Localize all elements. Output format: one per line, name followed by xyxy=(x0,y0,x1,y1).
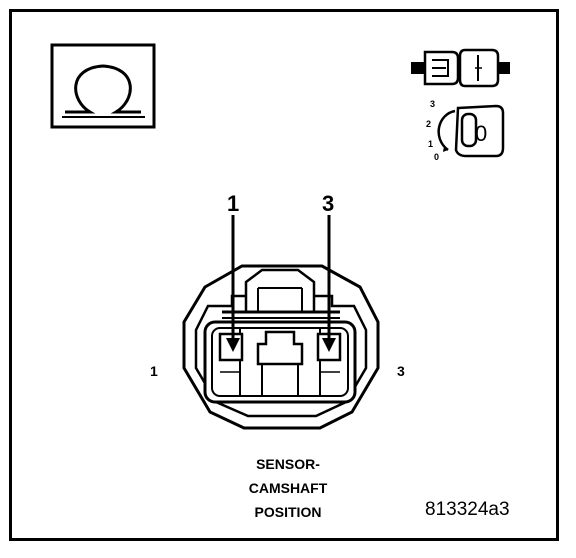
pin-3-arrow xyxy=(322,215,336,352)
caption-line-3: POSITION xyxy=(254,504,322,520)
pin-3-top-label: 3 xyxy=(322,191,335,216)
connector-face xyxy=(182,264,380,430)
key-label: 0 xyxy=(475,121,488,146)
ohm-symbol-icon xyxy=(50,43,156,129)
caption-line-2: CAMSHAFT xyxy=(248,480,328,496)
figure-id: 813324a3 xyxy=(425,499,510,520)
key-position-3: 3 xyxy=(430,99,436,109)
pin-1-arrow xyxy=(226,215,240,352)
ignition-key-icon xyxy=(437,104,505,158)
key-position-0: 0 xyxy=(434,152,440,162)
caption-line-1: SENSOR- xyxy=(256,456,320,472)
connector-disconnected-icon xyxy=(411,48,510,88)
cavity-1-side-label: 1 xyxy=(150,363,158,379)
pin-1-top-label: 1 xyxy=(227,191,240,216)
key-position-2: 2 xyxy=(426,119,432,129)
key-position-1: 1 xyxy=(428,139,434,149)
cavity-3-side-label: 3 xyxy=(397,363,405,379)
